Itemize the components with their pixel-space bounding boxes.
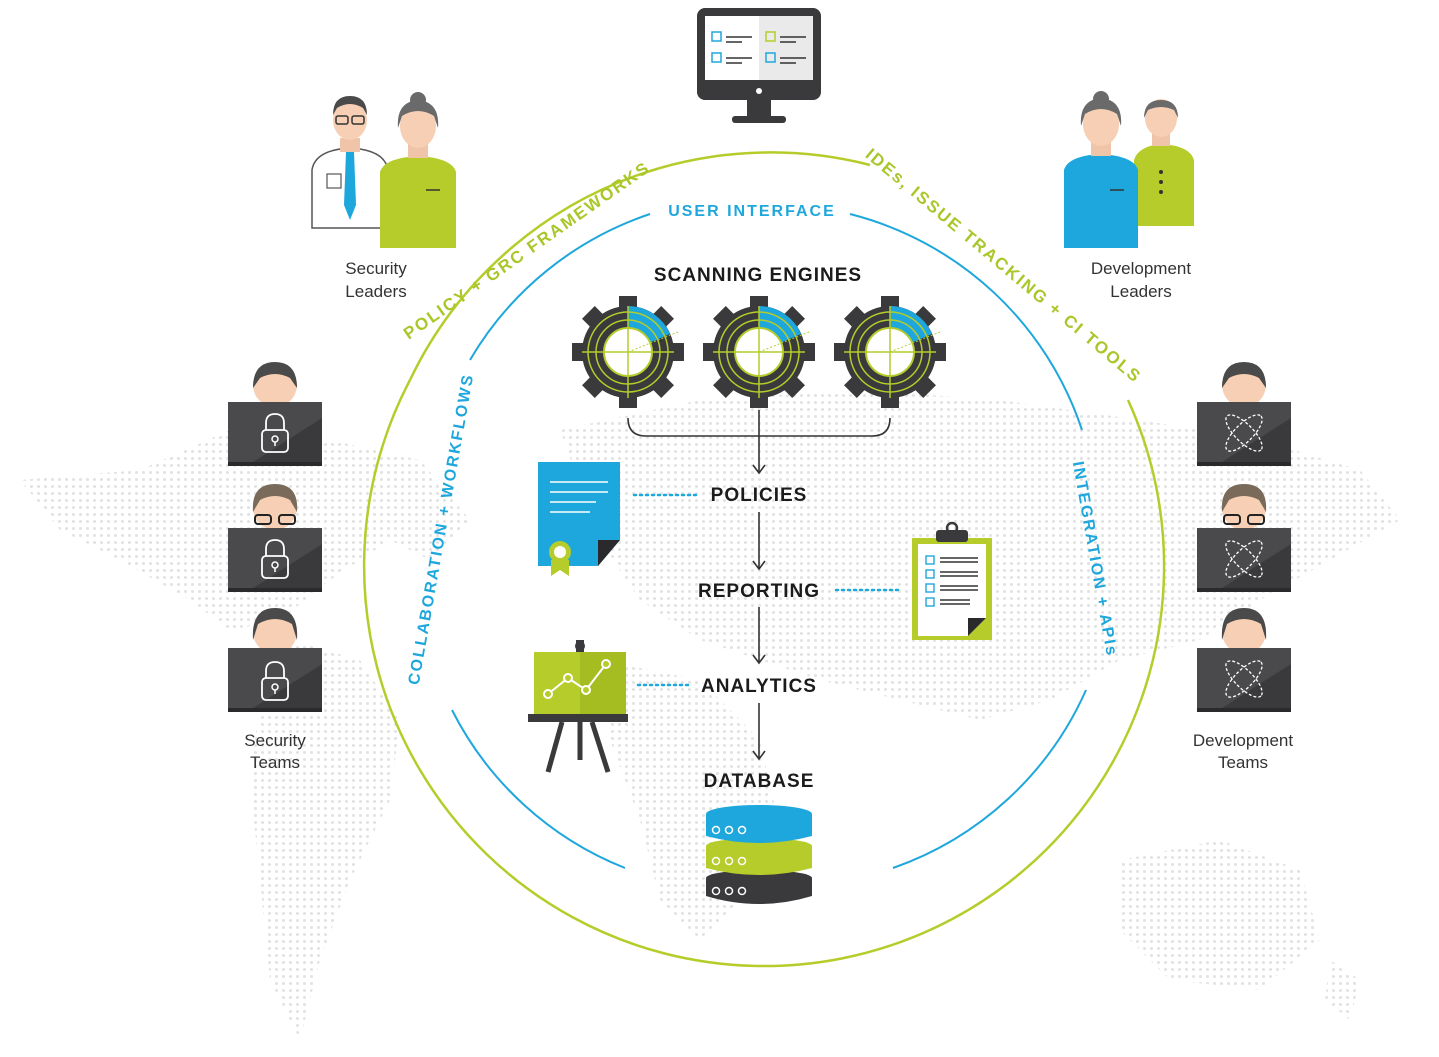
security-teams-label-2: Teams [250,753,300,772]
development-team-member-2 [1197,484,1291,592]
development-team-member-3 [1197,608,1291,712]
padlock-icon [261,539,289,579]
security-leaders-avatar [311,92,456,248]
database-icon [706,805,812,904]
analytics-label: ANALYTICS [701,676,817,697]
inner-ring [451,213,1087,869]
security-team-member-1 [228,362,322,466]
development-leaders-avatar [1064,91,1194,248]
development-leaders-label-2: Leaders [1110,282,1171,301]
monitor-checklist-icon [697,8,821,123]
flow-connectors [627,410,891,761]
scanning-engines-label: SCANNING ENGINES [654,265,862,286]
certificate-icon [538,462,620,576]
user-interface-label: USER INTERFACE [668,203,836,220]
padlock-icon [261,413,289,453]
database-label: DATABASE [704,771,815,792]
security-team-member-2 [228,484,322,592]
gear-radar-icon [834,296,946,408]
outer-ring [362,151,1166,968]
development-team-member-1 [1197,362,1291,466]
easel-chart-icon [528,640,628,773]
dotted-leaders [632,493,902,687]
development-leaders-label-1: Development [1091,259,1191,278]
reporting-label: REPORTING [698,581,820,602]
clipboard-icon [912,521,992,640]
policies-label: POLICIES [711,485,808,506]
development-teams-label-1: Development [1193,731,1293,750]
security-leaders-label-2: Leaders [345,282,406,301]
atom-icon [1225,540,1263,578]
development-teams-label-2: Teams [1218,753,1268,772]
gear-radar-icon [703,296,815,408]
security-teams-label-1: Security [244,731,306,750]
gear-radar-icon [572,296,684,408]
padlock-icon [261,661,289,701]
atom-icon [1225,660,1263,698]
security-leaders-label-1: Security [345,259,407,278]
